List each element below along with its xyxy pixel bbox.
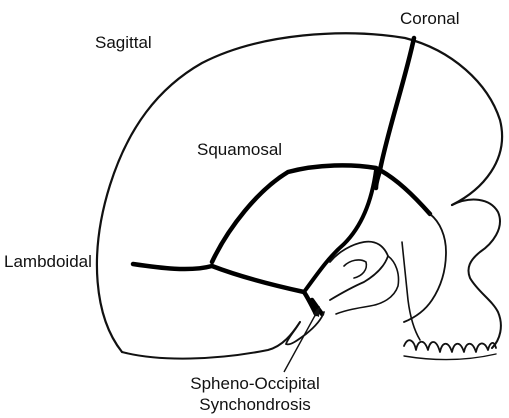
- squamosal-suture: [212, 165, 430, 262]
- lambdoidal-suture: [133, 264, 304, 292]
- label-spheno-occipital-synchondrosis: Spheno-Occipital Synchondrosis: [150, 373, 360, 415]
- petrous-process: [286, 312, 324, 344]
- label-lambdoidal: Lambdoidal: [4, 252, 92, 272]
- coronal-suture: [376, 38, 414, 188]
- label-coronal: Coronal: [400, 9, 460, 29]
- label-sagittal: Sagittal: [95, 33, 152, 53]
- face-outline: [452, 200, 501, 348]
- mandible-outline: [402, 242, 420, 340]
- label-spheno-occipital-line2: Synchondrosis: [150, 394, 360, 415]
- cranial-base-outline: [122, 322, 300, 359]
- teeth-lower-edge: [404, 354, 496, 360]
- maxilla-outline: [404, 214, 446, 322]
- pointer-line: [284, 310, 318, 372]
- teeth-row: [404, 340, 496, 352]
- temporal-inner-suture: [304, 170, 376, 292]
- cranial-outline: [97, 33, 502, 352]
- label-squamosal: Squamosal: [197, 140, 282, 160]
- label-spheno-occipital-line1: Spheno-Occipital: [150, 373, 360, 394]
- zygomatic-arch: [344, 260, 366, 278]
